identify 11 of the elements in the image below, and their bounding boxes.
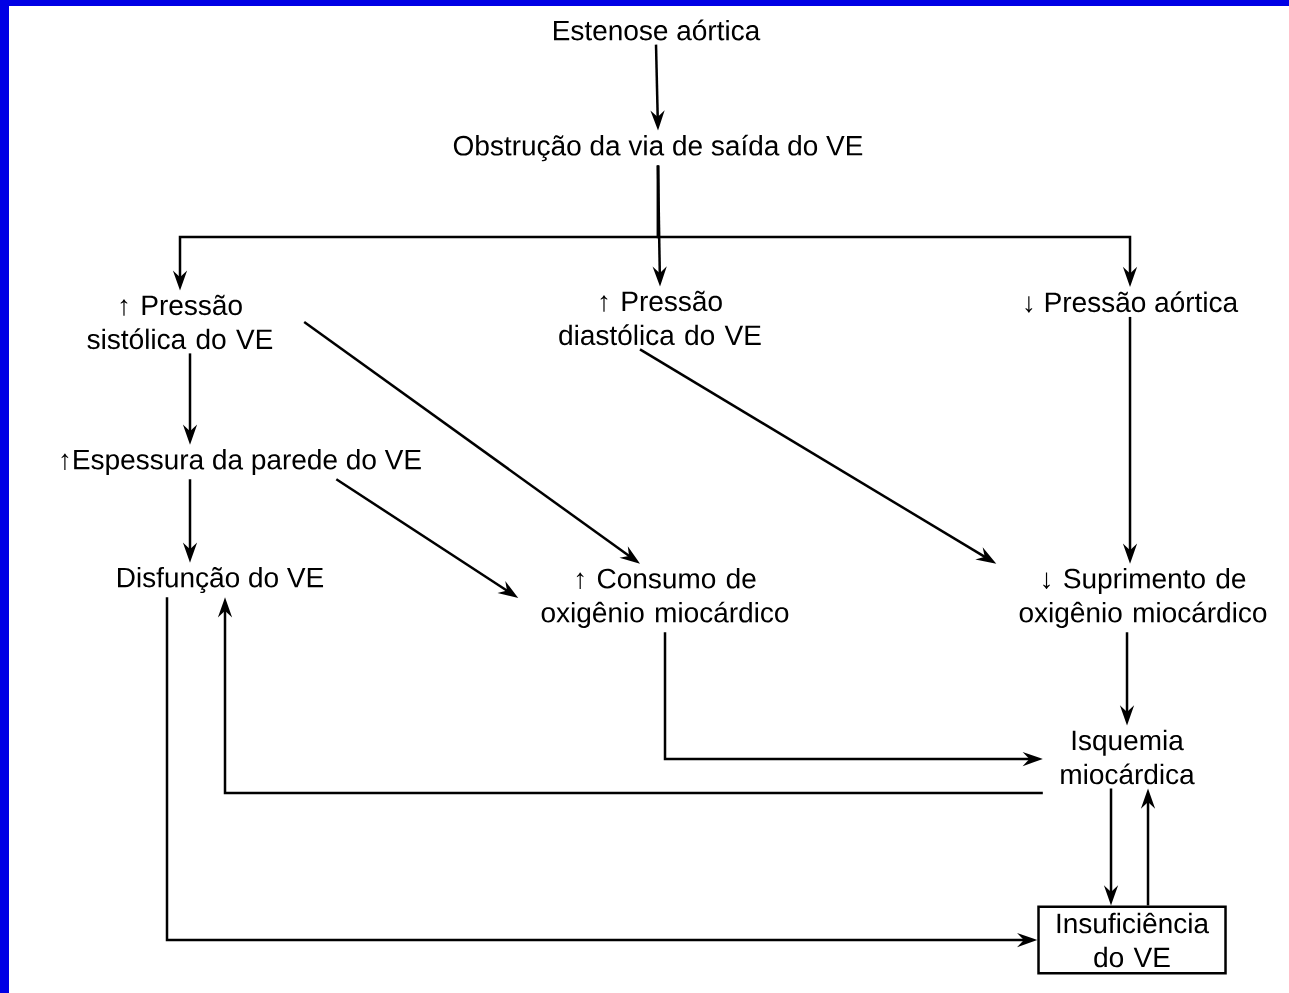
flow-text: ↑Espessura da parede do VE [61, 448, 421, 476]
outcome-box: Insuficiência do VE [1037, 905, 1227, 975]
flow-text: Estenose aórtica [554, 19, 761, 41]
flow-text: ↑ Pressão sistólica do VE [87, 294, 273, 350]
flow-text: Disfunção do VE [118, 566, 324, 594]
flow-text: ↓ Pressão aórtica [1025, 291, 1239, 313]
flow-text: Isquemia miocárdica [1061, 729, 1195, 785]
flow-text: ↑ Consumo de oxigênio miocárdico [541, 567, 789, 629]
flow-text: Obstrução da via de saída do VE [453, 134, 863, 162]
flow-text: ↓ Suprimento de oxigênio miocárdico [1019, 567, 1267, 629]
flow-text: ↑ Pressão diastólica do VE [559, 290, 761, 346]
